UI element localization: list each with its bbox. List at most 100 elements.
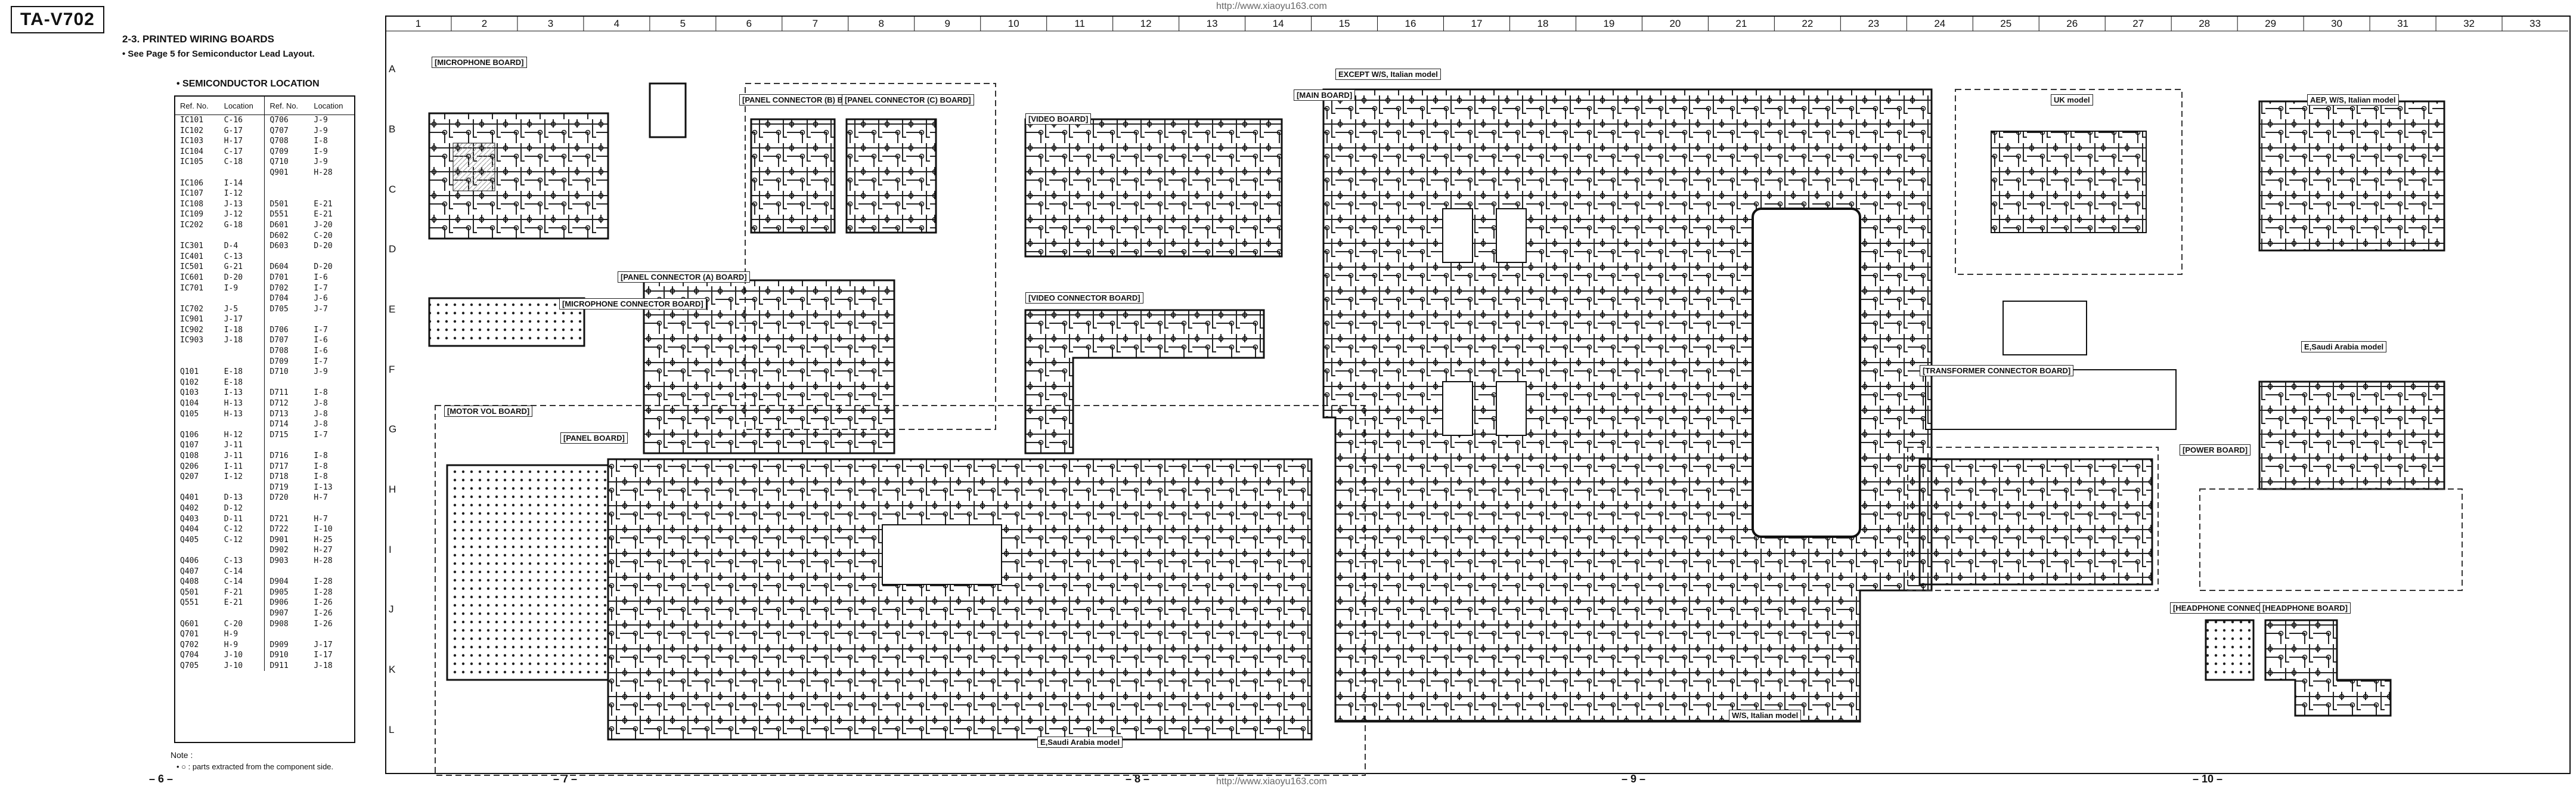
table-cell: Q702 bbox=[180, 640, 199, 649]
table-cell: D706 bbox=[264, 324, 309, 336]
table-cell: D-12 bbox=[224, 503, 243, 513]
grid-column-label: 26 bbox=[2066, 18, 2078, 29]
board-label-microphone: [MICROPHONE BOARD] bbox=[432, 57, 527, 68]
watermark-url: http://www.xiaoyu163.com bbox=[1216, 1, 1327, 11]
table-cell: Q103 bbox=[180, 388, 199, 398]
table-cell: I-6 bbox=[314, 273, 328, 282]
column-header: Ref. No. bbox=[175, 97, 219, 115]
table-cell: J-17 bbox=[314, 640, 333, 649]
grid-column-label: 7 bbox=[812, 18, 819, 29]
grid-column-label: 33 bbox=[2529, 18, 2541, 29]
grid-column-label: 25 bbox=[2000, 18, 2012, 29]
grid-column-label: 16 bbox=[1405, 18, 1416, 29]
table-cell: D718 bbox=[264, 472, 309, 482]
table-cell: H-7 bbox=[314, 493, 328, 503]
table-cell: D908 bbox=[264, 618, 309, 630]
model-label-saudi: E,Saudi Arabia model bbox=[2301, 341, 2387, 352]
table-cell: I-14 bbox=[224, 178, 243, 188]
table-cell bbox=[264, 566, 309, 577]
table-cell: IC202 bbox=[180, 220, 204, 230]
grid-column-label: 15 bbox=[1338, 18, 1350, 29]
table-cell: I-13 bbox=[314, 482, 333, 492]
table-cell: I-10 bbox=[314, 525, 333, 534]
grid-column-label: 13 bbox=[1206, 18, 1218, 29]
table-cell: J-12 bbox=[224, 210, 243, 219]
table-cell: E-21 bbox=[314, 210, 333, 219]
aep-power-board bbox=[2258, 100, 2445, 252]
table-cell: D604 bbox=[264, 262, 309, 273]
table-cell: I-6 bbox=[314, 346, 328, 356]
table-cell: Q207 bbox=[180, 472, 199, 482]
table-row: IC106 I-14 bbox=[175, 178, 354, 189]
table-cell: D906 bbox=[264, 598, 309, 608]
model-label-saudi: E,Saudi Arabia model bbox=[1037, 737, 1123, 748]
table-cell: IC401 bbox=[180, 252, 204, 261]
table-cell: D-20 bbox=[314, 242, 333, 251]
table-cell: Q704 bbox=[180, 651, 199, 660]
column-header: Location bbox=[219, 97, 265, 115]
model-title: TA-V702 bbox=[11, 6, 104, 33]
section-note: • See Page 5 for Semiconductor Lead Layo… bbox=[122, 49, 315, 59]
table-cell: H-25 bbox=[314, 535, 333, 544]
model-label-uk: UK model bbox=[2051, 94, 2093, 106]
table-cell: I-8 bbox=[314, 472, 328, 482]
table-cell: IC104 bbox=[180, 147, 204, 156]
table-cell: D710 bbox=[264, 367, 309, 378]
board-label-power: [POWER BOARD] bbox=[2180, 444, 2251, 456]
panel-board bbox=[607, 458, 1313, 741]
table-cell: I-26 bbox=[314, 619, 333, 629]
grid-row-label: J bbox=[389, 604, 394, 615]
table-cell: C-12 bbox=[224, 535, 243, 544]
page-number: – 6 – bbox=[149, 773, 173, 785]
table-cell: J-20 bbox=[314, 220, 333, 230]
table-cell: D-20 bbox=[314, 262, 333, 272]
board-label-panel: [PANEL BOARD] bbox=[560, 432, 628, 444]
table-cell: I-8 bbox=[314, 462, 328, 471]
table-cell: D601 bbox=[264, 219, 309, 231]
table-cell bbox=[264, 440, 309, 451]
table-cell: D708 bbox=[264, 346, 309, 357]
grid-row-label: B bbox=[389, 123, 396, 135]
table-cell: IC107 bbox=[180, 189, 204, 199]
grid-column-label: 11 bbox=[1074, 18, 1085, 29]
table-cell: Q107 bbox=[180, 441, 199, 450]
table-cell: IC902 bbox=[180, 325, 204, 335]
table-cell: Q709 bbox=[264, 146, 309, 157]
diagram-frame bbox=[385, 16, 2571, 774]
table-cell: J-18 bbox=[314, 661, 333, 670]
table-cell: IC106 bbox=[180, 178, 204, 188]
table-cell: IC701 bbox=[180, 283, 204, 293]
section-title: 2-3. PRINTED WIRING BOARDS bbox=[122, 33, 275, 45]
table-cell: I-18 bbox=[224, 325, 243, 335]
table-cell: Q701 bbox=[180, 630, 199, 639]
table-cell: J-11 bbox=[224, 451, 243, 460]
table-cell bbox=[264, 629, 309, 640]
table-cell: D707 bbox=[264, 335, 309, 346]
table-cell: Q405 bbox=[180, 535, 199, 544]
table-cell: E-18 bbox=[224, 378, 243, 387]
table-cell bbox=[264, 314, 309, 325]
table-cell: H-12 bbox=[224, 430, 243, 440]
table-cell: C-13 bbox=[224, 252, 243, 261]
video-board bbox=[1024, 118, 1283, 258]
table-cell: H-13 bbox=[224, 409, 243, 419]
table-cell: Q551 bbox=[180, 598, 199, 608]
table-cell: Q408 bbox=[180, 577, 199, 587]
table-cell: J-8 bbox=[314, 399, 328, 409]
table-cell: C-14 bbox=[224, 567, 243, 576]
table-cell bbox=[264, 178, 309, 189]
table-cell: C-18 bbox=[224, 157, 243, 167]
